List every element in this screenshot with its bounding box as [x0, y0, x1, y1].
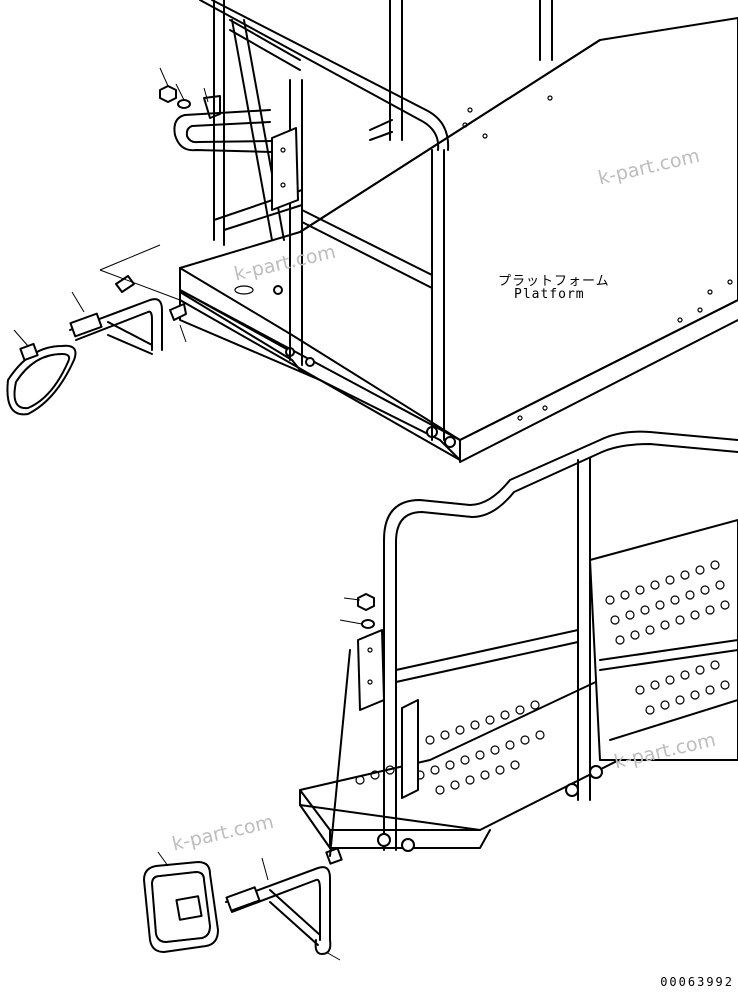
upper-mirror	[6, 329, 77, 416]
deck-holes	[462, 95, 733, 421]
upper-small-parts	[159, 67, 221, 119]
lower-small-parts	[339, 593, 375, 629]
lower-walkway	[143, 430, 738, 961]
upper-mirror-stay	[69, 244, 187, 355]
lower-handrail	[377, 430, 738, 852]
upper-platform	[6, 0, 738, 463]
upper-handrail	[173, 0, 553, 441]
document-id: 00063992	[660, 975, 734, 989]
lower-mirror-stay	[225, 649, 351, 961]
deck-perforations	[355, 560, 730, 795]
platform-label-en: Platform	[514, 287, 585, 302]
platform-label-jp: プラットフォーム	[498, 274, 610, 289]
lower-mirror	[143, 851, 219, 953]
